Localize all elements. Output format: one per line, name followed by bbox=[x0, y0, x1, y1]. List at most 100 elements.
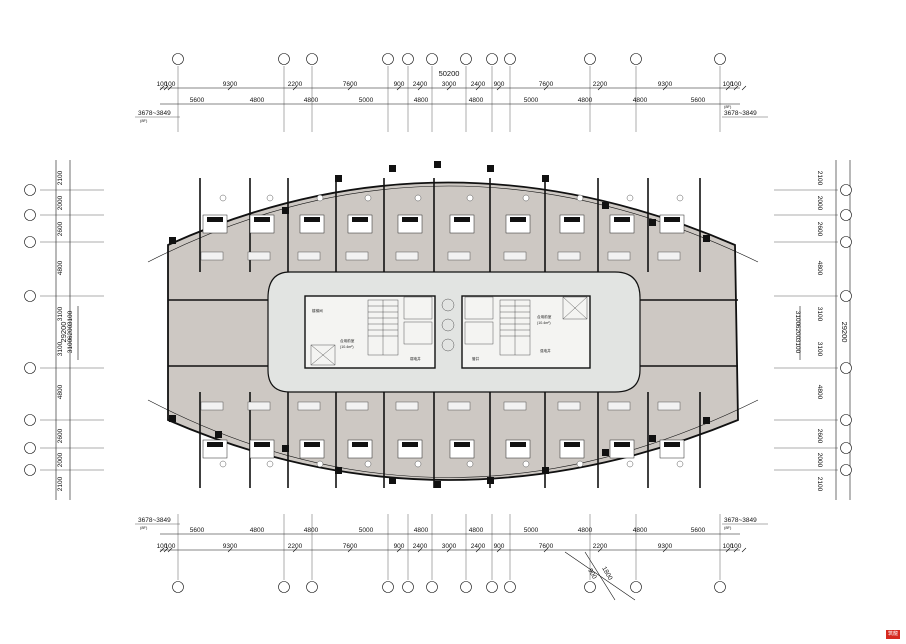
dim-top-2-1: 4800 bbox=[250, 97, 265, 104]
diag-dim-1: 900 bbox=[586, 568, 598, 581]
dimension-lines bbox=[55, 87, 851, 601]
dim-right-inner-2: 3100 bbox=[794, 339, 801, 354]
dimension-ticks bbox=[159, 85, 747, 553]
dim-bottom-2-10: 7600 bbox=[539, 543, 554, 550]
dim-bottom-2-1: 100 bbox=[165, 543, 176, 550]
room-label-lobby-left-area: (10.4m²) bbox=[340, 345, 354, 349]
dim-left-4: 3100 bbox=[57, 306, 64, 321]
dim-right-8: 2000 bbox=[816, 453, 823, 468]
floor-plate: 楼梯间 合用前室 (10.4m²) 合用前室 (10.4m²) 弱电井 管井 强… bbox=[147, 161, 759, 488]
dim-left-3: 4800 bbox=[57, 260, 64, 275]
grid-marker-bottom-2 bbox=[306, 581, 318, 593]
dim-left-7: 2600 bbox=[57, 428, 64, 443]
dim-bottom-2-3: 2200 bbox=[288, 543, 303, 550]
grid-marker-bottom-11 bbox=[714, 581, 726, 593]
dim-bottom-2-14: 100 bbox=[731, 543, 742, 550]
grid-marker-right-4 bbox=[840, 362, 852, 374]
dim-top-2-4: 4800 bbox=[414, 97, 429, 104]
dim-right-1: 2000 bbox=[816, 196, 823, 211]
dim-top-1-9: 900 bbox=[494, 81, 505, 88]
grid-marker-top-6 bbox=[460, 53, 472, 65]
dim-bottom-2-7: 3000 bbox=[442, 543, 457, 550]
grid-marker-bottom-10 bbox=[630, 581, 642, 593]
room-label-lobby-right-area: (10.4m²) bbox=[537, 321, 551, 325]
dim-bottom-2-0: 100 bbox=[157, 543, 168, 550]
dim-bottom-1-0: 5600 bbox=[190, 527, 205, 534]
dim-bottom-1-4: 4800 bbox=[414, 527, 429, 534]
room-label-lobby-right: 合用前室 bbox=[537, 314, 552, 319]
dim-top-1-4: 7600 bbox=[343, 81, 358, 88]
dim-bottom-2-8: 2400 bbox=[471, 543, 486, 550]
dim-left-6: 4800 bbox=[57, 384, 64, 399]
dim-bottom-1-1: 4800 bbox=[250, 527, 265, 534]
grid-marker-bottom-6 bbox=[460, 581, 472, 593]
dim-top-1-11: 2200 bbox=[593, 81, 608, 88]
dim-top-1-8: 2400 bbox=[471, 81, 486, 88]
grid-marker-bottom-9 bbox=[584, 581, 596, 593]
overall-depth-right: 29200 bbox=[840, 322, 849, 343]
room-label-weak: 弱电井 bbox=[410, 356, 421, 361]
grid-marker-top-5 bbox=[426, 53, 438, 65]
grid-marker-right-0 bbox=[840, 184, 852, 196]
grid-marker-top-0 bbox=[172, 53, 184, 65]
grid-marker-right-2 bbox=[840, 236, 852, 248]
room-label-equip: 强电井 bbox=[540, 348, 551, 353]
dim-right-inner-0: 3100 bbox=[794, 311, 801, 326]
grid-marker-bottom-3 bbox=[382, 581, 394, 593]
core-left bbox=[304, 295, 436, 369]
dim-bottom-2-12: 9300 bbox=[658, 543, 673, 550]
grid-marker-top-1 bbox=[278, 53, 290, 65]
dim-left-0: 2100 bbox=[57, 170, 64, 185]
dim-top-1-6: 2400 bbox=[413, 81, 428, 88]
dim-bottom-2-5: 900 bbox=[394, 543, 405, 550]
dim-top-2-0: 5600 bbox=[190, 97, 205, 104]
dim-left-inner-1: 6200 bbox=[67, 324, 74, 339]
grid-marker-top-10 bbox=[630, 53, 642, 65]
dim-top-2-9: 5600 bbox=[691, 97, 706, 104]
dim-bottom-2-4: 7600 bbox=[343, 543, 358, 550]
dim-bottom-1-7: 4800 bbox=[578, 527, 593, 534]
dim-top-1-0: 100 bbox=[157, 81, 168, 88]
dim-left-inner-0: 3100 bbox=[67, 310, 74, 325]
dim-left-2: 2600 bbox=[57, 221, 64, 236]
dim-top-1-5: 900 bbox=[394, 81, 405, 88]
dim-right-3: 4800 bbox=[816, 261, 823, 276]
overall-width-top: 50200 bbox=[439, 69, 460, 78]
dim-right-4: 3100 bbox=[816, 307, 823, 322]
dim-bottom-2-13: 100 bbox=[723, 543, 734, 550]
grid-marker-bottom-0 bbox=[172, 581, 184, 593]
dim-bottom-1-8: 4800 bbox=[633, 527, 648, 534]
grid-marker-top-4 bbox=[402, 53, 414, 65]
elev-note-tr: 3678~3849 bbox=[724, 110, 757, 117]
grid-marker-left-4 bbox=[24, 362, 36, 374]
grid-marker-left-5 bbox=[24, 414, 36, 426]
grid-marker-top-2 bbox=[306, 53, 318, 65]
grid-marker-top-7 bbox=[486, 53, 498, 65]
grid-marker-top-9 bbox=[584, 53, 596, 65]
dim-left-8: 2000 bbox=[57, 452, 64, 467]
dim-left-9: 2100 bbox=[57, 476, 64, 491]
grid-marker-right-5 bbox=[840, 414, 852, 426]
dim-top-1-1: 100 bbox=[165, 81, 176, 88]
grid-marker-bottom-4 bbox=[402, 581, 414, 593]
grid-marker-right-6 bbox=[840, 442, 852, 454]
grid-marker-bottom-8 bbox=[504, 581, 516, 593]
facade-arc-bottom bbox=[147, 399, 759, 478]
grid-marker-left-0 bbox=[24, 184, 36, 196]
dim-bottom-2-9: 900 bbox=[494, 543, 505, 550]
dim-bottom-1-6: 5000 bbox=[524, 527, 539, 534]
grid-marker-top-11 bbox=[714, 53, 726, 65]
grid-axis-markers bbox=[24, 53, 852, 593]
dim-right-7: 2600 bbox=[816, 429, 823, 444]
room-label-stair: 楼梯间 bbox=[312, 308, 323, 313]
stair-right bbox=[499, 299, 531, 356]
dim-bottom-2-6: 2400 bbox=[413, 543, 428, 550]
grid-lines bbox=[40, 66, 838, 580]
dim-top-1-12: 9300 bbox=[658, 81, 673, 88]
stair-left bbox=[367, 299, 399, 356]
room-label-lobby-left: 合用前室 bbox=[340, 338, 355, 343]
dim-left-1: 2000 bbox=[57, 195, 64, 210]
furniture bbox=[200, 194, 685, 468]
elev-note-tl: 3678~3849 bbox=[138, 110, 171, 117]
